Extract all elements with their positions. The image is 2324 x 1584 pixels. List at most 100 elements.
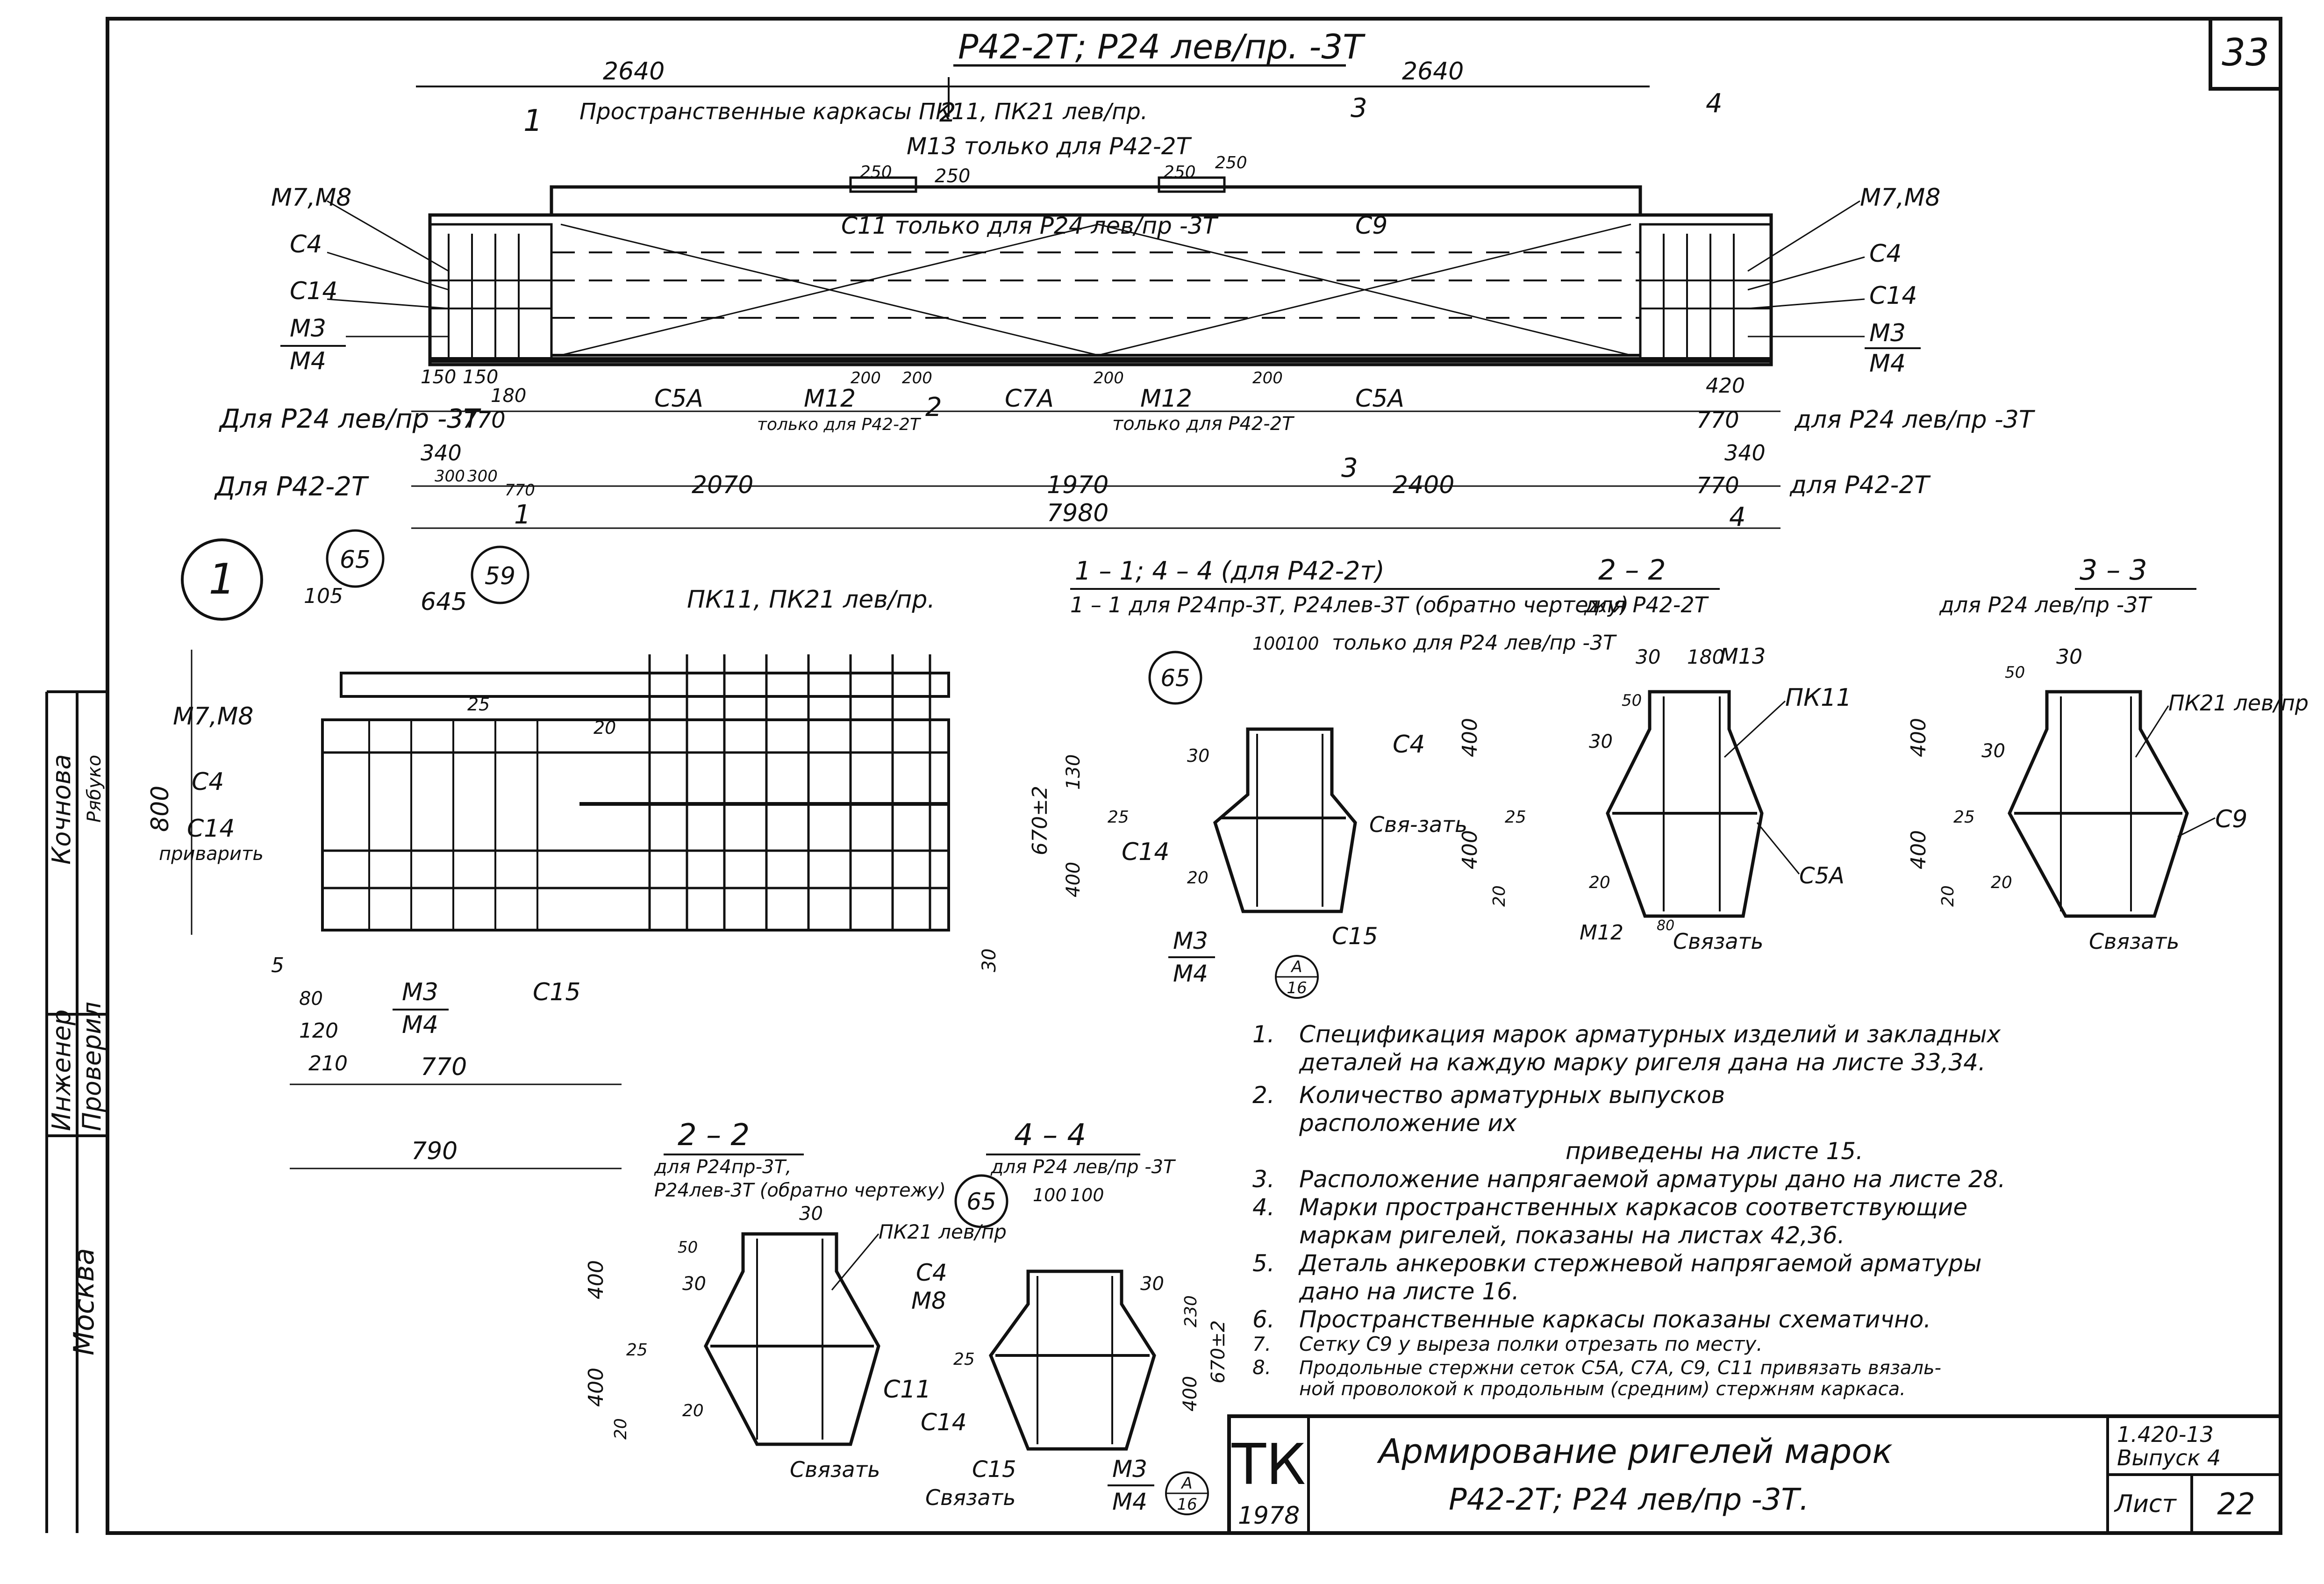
dim-sec-d: 30 [799, 1203, 823, 1225]
label-detail1: С14 [187, 815, 235, 843]
label-detail1: М7,М8 [173, 702, 253, 731]
section-outline [704, 1232, 880, 1446]
note-number: 4. [1252, 1194, 1275, 1221]
leader [1747, 200, 1860, 272]
label-bottom: М12 [1140, 385, 1192, 413]
dim-sec-b-vertical: 20 [1490, 885, 1509, 907]
label-sec-e: Связать [925, 1485, 1015, 1510]
dim-sec-c: 30 [1981, 740, 2005, 762]
dim-sec-b: 25 [1505, 808, 1526, 827]
note-line: маркам ригелей, показаны на листах 42,36… [1299, 1222, 1845, 1249]
section-1-1: 1 – 1; 4 – 4 (для Р42-2т) 1 – 1 для Р24п… [1028, 556, 1629, 999]
dim-row2: 770 [505, 481, 535, 500]
dim-sec-c-vertical: 20 [1938, 885, 1958, 907]
dim-200: 200 [1094, 369, 1124, 387]
beam-flange-top [550, 185, 1642, 217]
ref-circle-label: 65 [966, 1188, 996, 1215]
label-sec-b: Связать [1673, 929, 1763, 954]
label-sec-d: Связать [790, 1457, 880, 1482]
row1-label-left: Для Р24 лев/пр -3Т [218, 404, 481, 434]
note-line: Пространственные каркасы показаны схемат… [1299, 1306, 1931, 1333]
note-number: 3. [1252, 1166, 1275, 1193]
dim-250: 250 [860, 163, 892, 182]
dim-sec-b: 30 [1636, 645, 1660, 668]
section-subtitle: для Р42-2Т [1584, 592, 1709, 617]
sidebar-city: Москва [68, 1248, 100, 1355]
note-m12-left: только для Р42-2Т [757, 415, 922, 434]
detail-marker-circle [181, 538, 263, 621]
dim-sec-c-vertical: 400 [1907, 830, 1931, 869]
dim-sec-b: 50 [1622, 691, 1642, 710]
sidebar: Москва Инженер Проверил Кочнова Рябуко [45, 690, 107, 1533]
leader [1723, 700, 1786, 758]
label-sec-e: М8 [911, 1287, 946, 1314]
label-sec-a: С15 [1332, 923, 1378, 950]
label-bottom: М12 [804, 385, 856, 413]
dim-sec-a-vertical: 400 [1063, 862, 1084, 897]
leader [1756, 822, 1800, 874]
label-left: М3 [290, 315, 326, 343]
callout-spatial-cages: Пространственные каркасы ПК11, ПК21 лев/… [579, 99, 1148, 125]
dim-sec-b: 30 [1589, 731, 1613, 753]
callout-c9: С9 [1355, 212, 1387, 240]
note-number: 7. [1252, 1333, 1271, 1355]
leader [327, 200, 449, 272]
dim-row1: 150 [463, 366, 498, 388]
dim-sec-a: 25 [1108, 808, 1129, 827]
label-detail1: М3 [402, 978, 438, 1006]
dim-sec-e: 25 [953, 1350, 975, 1369]
section-subtitle: Р24лев-3Т (обратно чертежу) [654, 1180, 946, 1201]
dim-250: 250 [1164, 163, 1196, 182]
sidebar-checked-label: Проверил [77, 1002, 107, 1131]
ref-circle [326, 529, 385, 588]
dim-detail1-vertical: 30 [979, 948, 1000, 972]
dim-detail1: 105 [304, 584, 343, 608]
section-title: 2 – 2 [1598, 554, 1666, 587]
note-number: 8. [1252, 1356, 1271, 1379]
dim-sec-a: 30 [1187, 745, 1209, 766]
section-mark: 1 [514, 500, 531, 530]
section-outline [1606, 690, 1764, 918]
list-number: 22 [2217, 1487, 2255, 1522]
note-number: 2. [1252, 1082, 1275, 1109]
dim-detail1: 770 [421, 1053, 467, 1081]
label-left: С4 [290, 230, 322, 258]
sheet-number: 33 [2222, 31, 2269, 74]
row2-label-right: для Р42-2Т [1789, 471, 1931, 499]
dim-sec-d-vertical: 20 [611, 1418, 630, 1440]
section-2-2-p24: 2 – 2 для Р24пр-3Т, Р24лев-3Т (обратно ч… [584, 1118, 1007, 1482]
section-subtitle: для Р24 лев/пр -3Т [1939, 592, 2152, 617]
series-number: 1.420-13 [2117, 1422, 2214, 1447]
section-title: 4 – 4 [1014, 1118, 1086, 1153]
ref-circle [1148, 651, 1202, 705]
dim-row1: 770 [1696, 407, 1739, 433]
label-sec-c: ПК21 лев/пр [2168, 690, 2309, 716]
label-sec-e: М4 [1112, 1488, 1147, 1515]
dim-total: 7980 [1047, 499, 1108, 527]
section-4-4: 4 – 4 для Р24 лев/пр -3Т 65 100 100 30 2… [911, 1118, 1229, 1515]
section-outline [1213, 727, 1357, 913]
dim-row2: 340 [421, 440, 462, 466]
section-outline [989, 1269, 1156, 1451]
label-detail1: С15 [533, 978, 580, 1006]
label-sec-a: Свя-зать [1369, 812, 1467, 837]
dim-250: 250 [1215, 153, 1247, 172]
ref-top: А [1290, 958, 1302, 976]
ref-circle [954, 1174, 1008, 1228]
drawing-title-1: Армирование ригелей марок [1377, 1432, 1893, 1471]
note-m12-right: только для Р42-2Т [1112, 413, 1295, 435]
label-right: С4 [1869, 240, 1902, 268]
label-sec-b: С5А [1799, 863, 1845, 889]
label-sec-c: Связать [2089, 929, 2179, 954]
section-title: 1 – 1; 4 – 4 (для Р42-2т) [1075, 556, 1385, 586]
label-sec-e: М3 [1112, 1455, 1147, 1483]
label-sec-e: С14 [921, 1409, 967, 1436]
detail1-top-bar [340, 672, 950, 698]
ref-top: А [1180, 1474, 1192, 1493]
note-line: деталей на каждую марку ригеля дана на л… [1299, 1049, 1986, 1076]
section-title: 3 – 3 [2080, 554, 2147, 587]
dim-top-left: 2640 [603, 57, 665, 86]
dim-detail1: 210 [308, 1052, 348, 1075]
dim-sec-c: 50 [2005, 663, 2025, 682]
label-sec-a: М4 [1173, 960, 1208, 987]
